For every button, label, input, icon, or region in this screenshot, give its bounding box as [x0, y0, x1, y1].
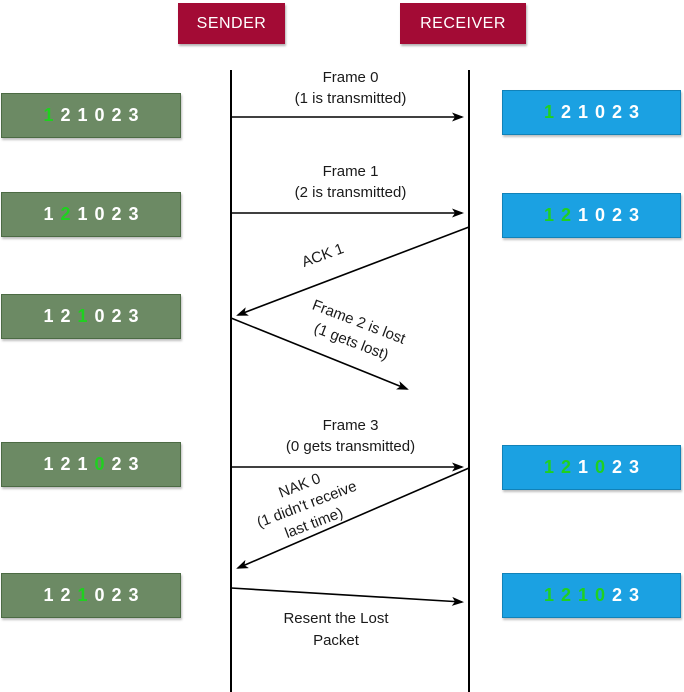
window-digit: 0 [595, 585, 606, 605]
window-digit: 3 [629, 205, 640, 225]
window-digit: 3 [128, 204, 139, 224]
frame-3-label: Frame 3 (0 gets transmitted) [240, 415, 461, 457]
window-digit: 1 [43, 306, 54, 326]
window-digit: 1 [577, 205, 588, 225]
ack-1-label: ACK 1 [277, 231, 368, 281]
window-digit: 2 [111, 454, 122, 474]
window-digit: 1 [543, 205, 554, 225]
window-digit: 1 [577, 585, 588, 605]
resent-packet-arrow [230, 587, 464, 606]
window-digit: 1 [43, 585, 54, 605]
window-digit: 1 [77, 585, 88, 605]
window-digit: 1 [543, 457, 554, 477]
window-digit: 1 [43, 204, 54, 224]
window-digit: 2 [60, 585, 71, 605]
window-digit: 1 [43, 454, 54, 474]
window-digit: 3 [128, 454, 139, 474]
label-line: Resent the Lost [283, 610, 389, 627]
window-digit: 1 [543, 102, 554, 122]
window-digit: 1 [77, 454, 88, 474]
window-digit: 1 [577, 102, 588, 122]
window-digit: 3 [629, 457, 640, 477]
window-digit: 1 [77, 105, 88, 125]
label-line: Packet [313, 632, 359, 649]
window-digit: 1 [543, 585, 554, 605]
window-digit: 0 [94, 204, 105, 224]
frame-1-label: Frame 1 (2 is transmitted) [240, 161, 461, 203]
window-digit: 2 [111, 105, 122, 125]
frame-0-label: Frame 0 (1 is transmitted) [240, 67, 461, 109]
window-digit: 1 [577, 457, 588, 477]
label-line: Frame 1 [322, 163, 379, 180]
receiver-header: RECEIVER [400, 3, 526, 44]
window-digit: 2 [560, 585, 571, 605]
window-digit: 3 [629, 102, 640, 122]
label-line: (2 is transmitted) [294, 184, 407, 201]
window-digit: 2 [612, 205, 623, 225]
window-digit: 2 [612, 585, 623, 605]
nak-0-label: NAK 0 (1 didn't receive last time) [212, 445, 402, 566]
window-digit: 2 [111, 306, 122, 326]
window-digit: 2 [60, 204, 71, 224]
label-line: Frame 0 [322, 69, 379, 86]
window-digit: 2 [111, 204, 122, 224]
window-digit: 2 [560, 102, 571, 122]
window-digit: 2 [111, 585, 122, 605]
label-line: ACK 1 [299, 240, 347, 271]
window-digit: 1 [43, 105, 54, 125]
window-digit: 3 [128, 306, 139, 326]
sender-lifeline [230, 70, 232, 692]
sender-header: SENDER [178, 3, 285, 44]
window-digit: 0 [94, 105, 105, 125]
window-digit: 0 [94, 306, 105, 326]
receiver-lifeline [468, 70, 470, 692]
resent-packet-label: Resent the Lost Packet [236, 608, 436, 652]
window-digit: 2 [612, 102, 623, 122]
window-digit: 0 [94, 585, 105, 605]
label-line: Frame 3 [322, 417, 379, 434]
window-digit: 3 [629, 585, 640, 605]
window-digit: 2 [612, 457, 623, 477]
window-digit: 0 [595, 102, 606, 122]
frame-2-lost-label: Frame 2 is lost (1 gets lost) [259, 278, 451, 385]
window-digit: 2 [60, 454, 71, 474]
window-digit: 1 [77, 306, 88, 326]
window-digit: 2 [60, 306, 71, 326]
window-digit: 0 [595, 457, 606, 477]
window-digit: 2 [560, 205, 571, 225]
window-digit: 1 [77, 204, 88, 224]
window-digit: 2 [560, 457, 571, 477]
window-digit: 3 [128, 105, 139, 125]
window-digit: 0 [595, 205, 606, 225]
window-digit: 2 [60, 105, 71, 125]
label-line: (1 is transmitted) [294, 90, 407, 107]
window-digit: 3 [128, 585, 139, 605]
label-line: (0 gets transmitted) [285, 438, 416, 455]
window-digit: 0 [94, 454, 105, 474]
